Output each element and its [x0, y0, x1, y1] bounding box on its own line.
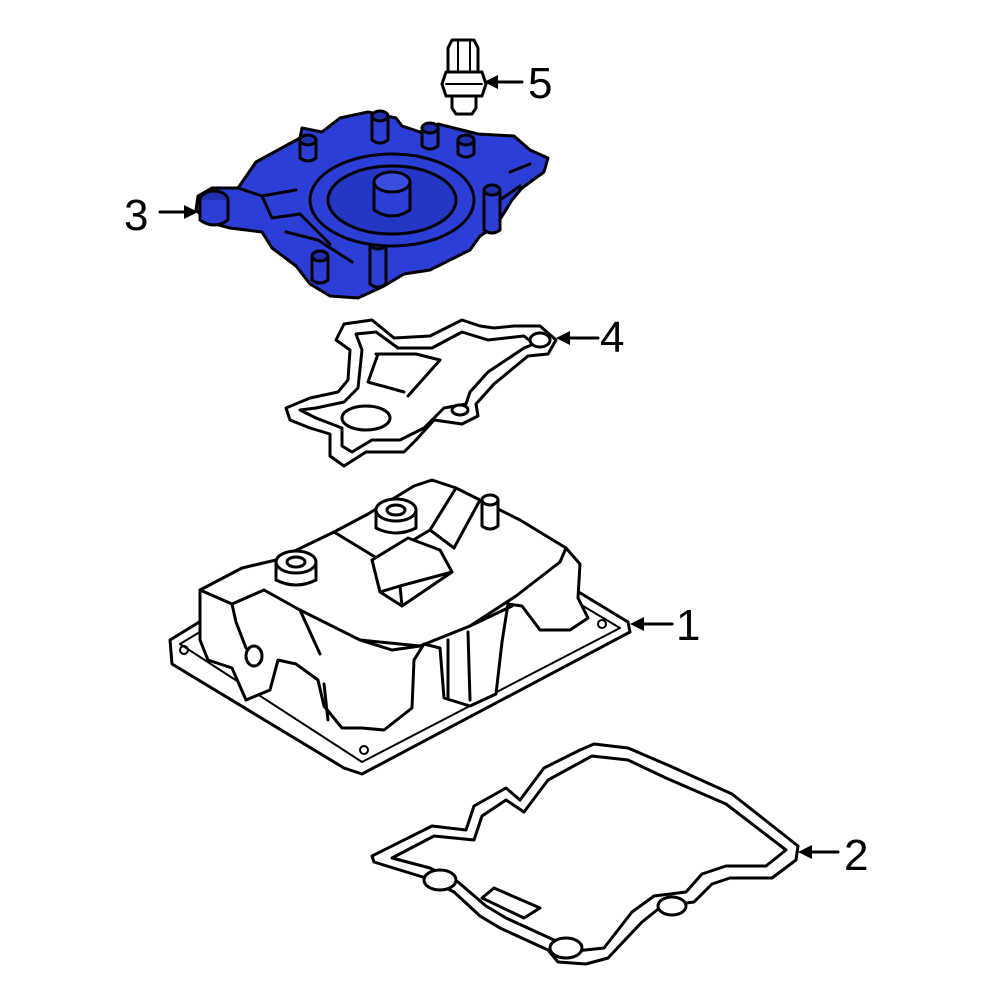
- oil-pan-icon[interactable]: [168, 478, 632, 776]
- oil-pan-cover-icon[interactable]: [194, 109, 550, 300]
- callout-2: 2: [798, 831, 868, 880]
- callout-number: 5: [528, 59, 552, 108]
- callout-number: 2: [844, 831, 868, 880]
- callout-number: 3: [124, 191, 148, 240]
- callout-number: 4: [600, 313, 624, 362]
- pan-gasket-icon[interactable]: [370, 742, 800, 966]
- callout-5: 5: [484, 59, 552, 108]
- callout-number: 1: [676, 601, 700, 650]
- oil-level-sensor-icon[interactable]: [440, 38, 488, 116]
- cover-gasket-icon[interactable]: [284, 318, 558, 468]
- callout-1: 1: [630, 601, 700, 650]
- callout-4: 4: [556, 313, 624, 362]
- callout-3: 3: [124, 191, 198, 240]
